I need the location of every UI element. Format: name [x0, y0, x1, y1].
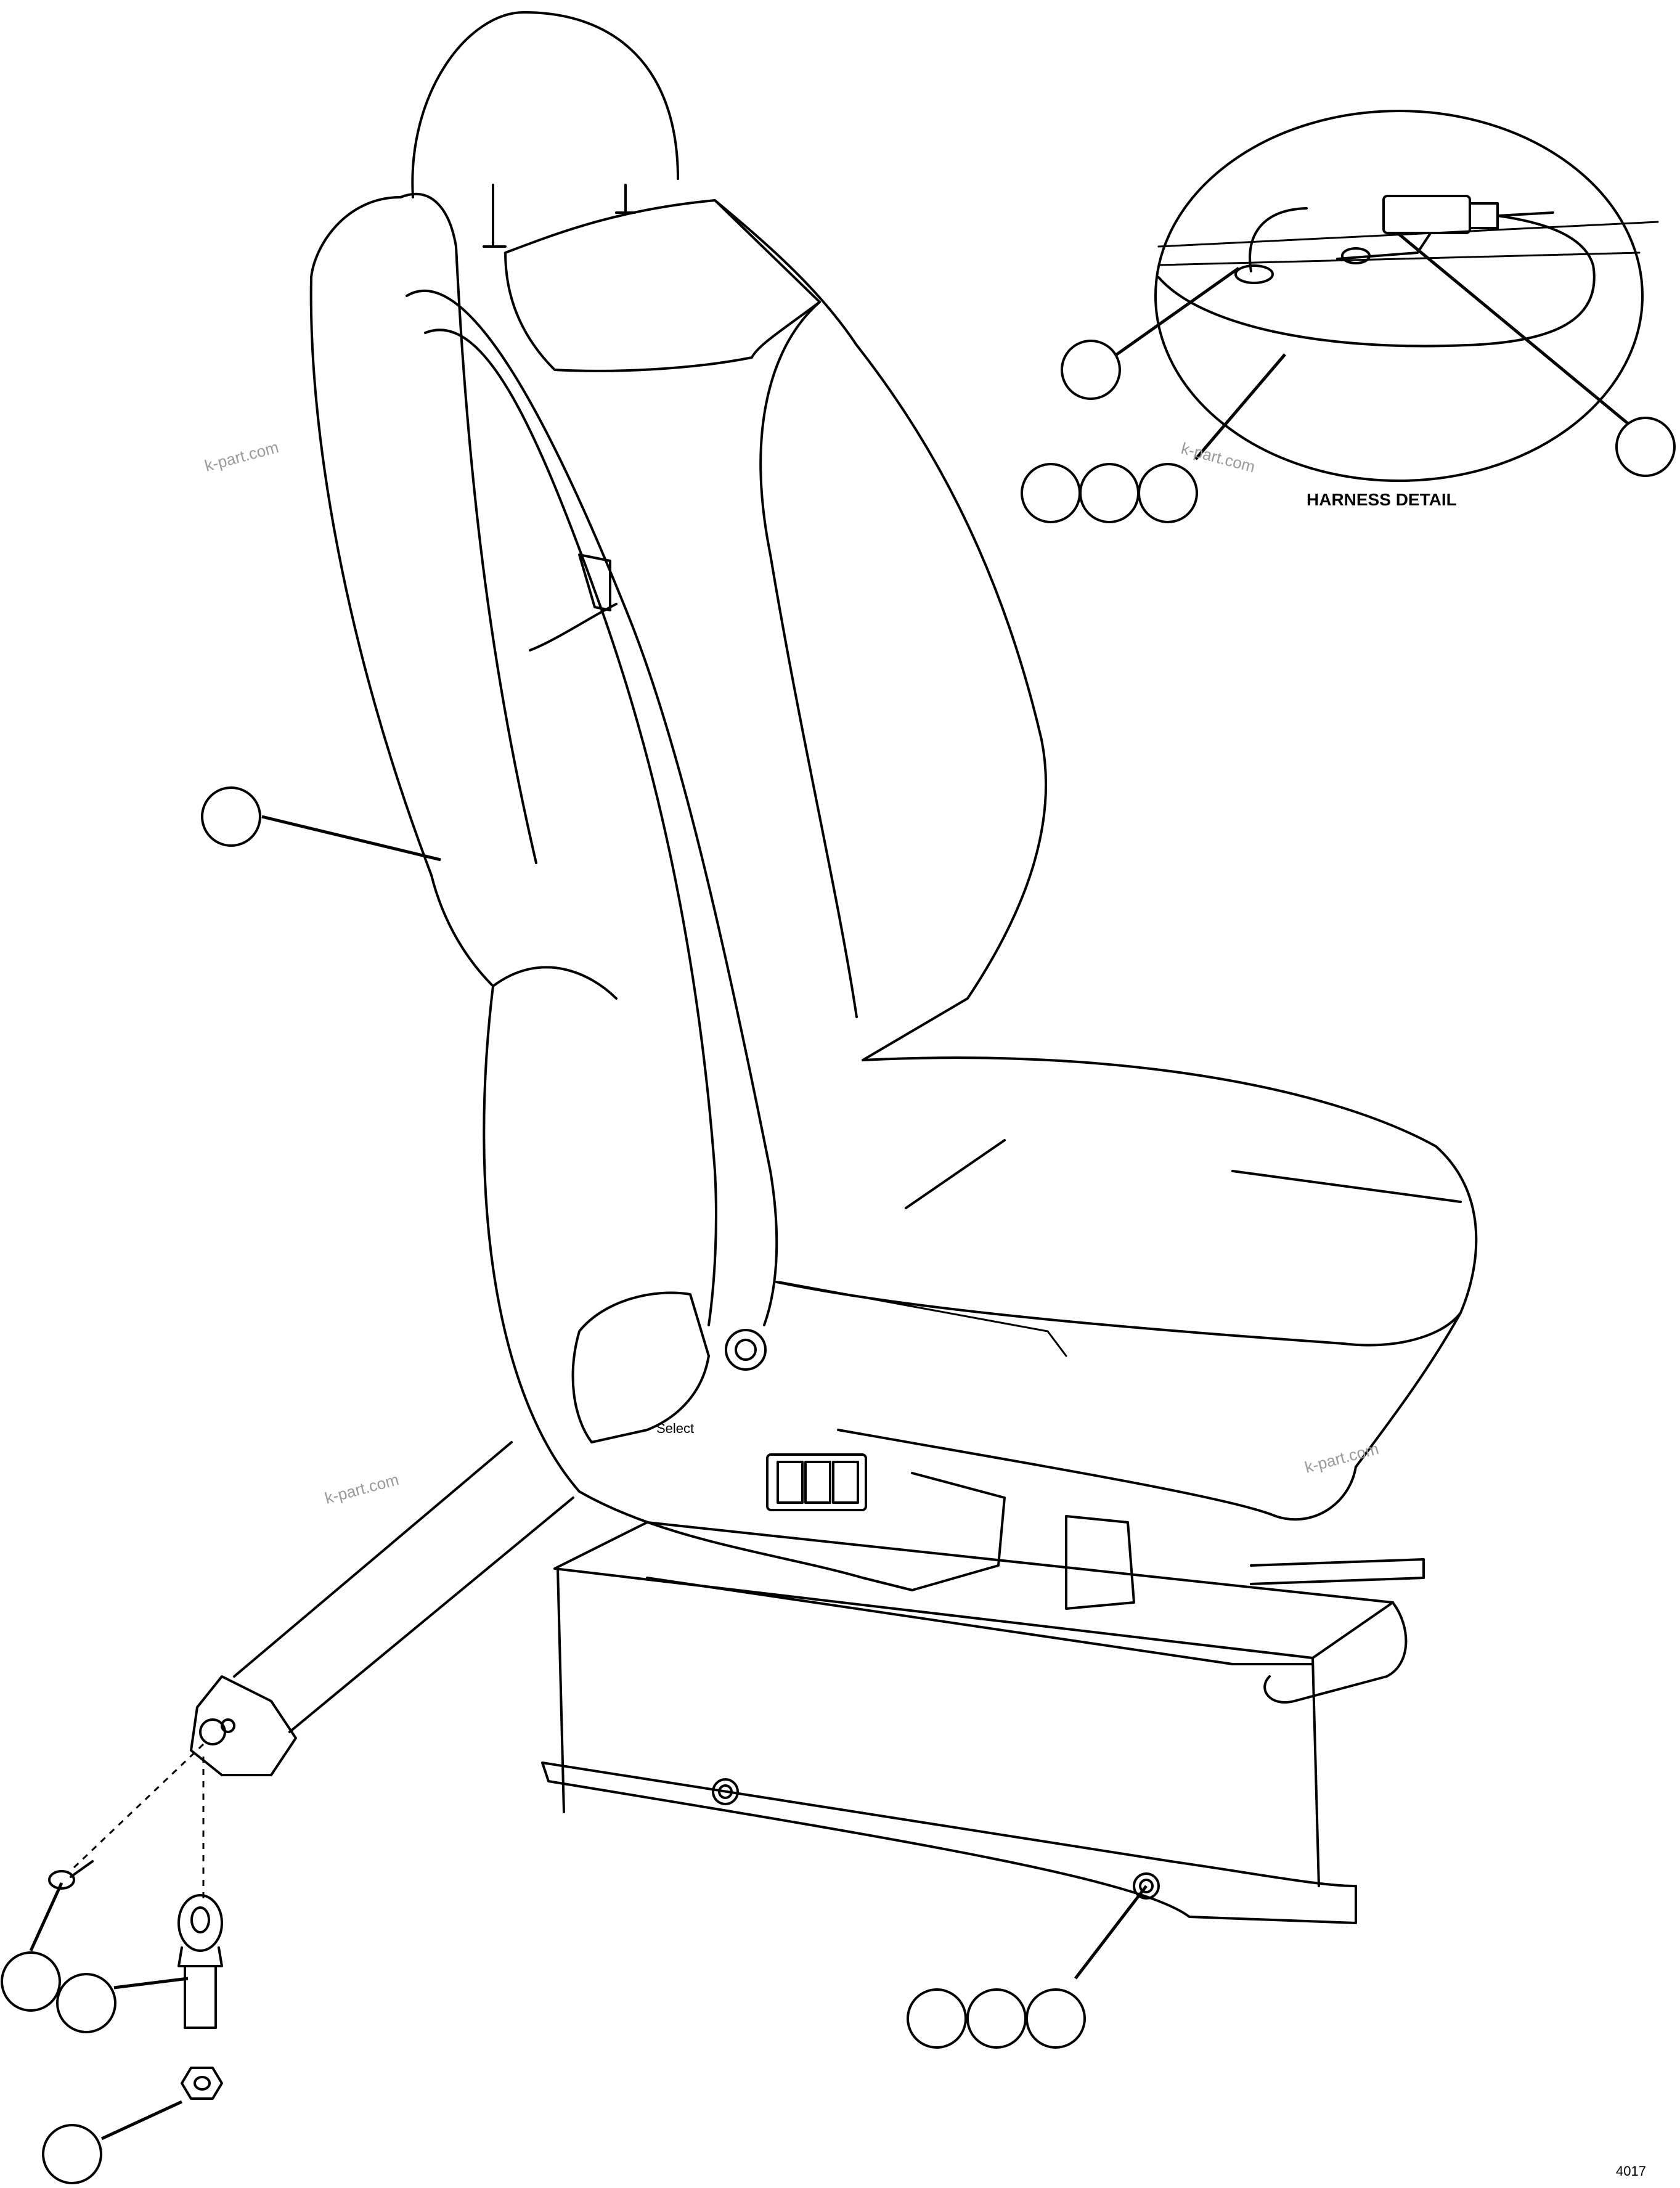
belt-hardware [48, 1743, 223, 2100]
leader-lines [29, 233, 1631, 2141]
callouts [1, 340, 1676, 2184]
callout-eye-bolt [56, 1973, 116, 2033]
watermark: k-part.com [323, 1470, 401, 1508]
callout-harness-connector [1615, 417, 1676, 477]
eye-bolt [177, 1894, 223, 2029]
callout-hex-nut [42, 2124, 102, 2184]
watermarks: k-part.com k-part.com k-part.com k-part.… [203, 438, 1380, 1508]
harness-detail-view: HARNESS DETAIL [1154, 110, 1659, 509]
callout-harness-wire-2 [1079, 463, 1140, 523]
seat-belt [406, 290, 778, 1371]
callout-seat-assembly [201, 786, 261, 847]
harness-detail-label: HARNESS DETAIL [1307, 490, 1457, 509]
callout-harness-wire-3 [1138, 463, 1198, 523]
watermark: k-part.com [1303, 1439, 1380, 1477]
watermark: k-part.com [1179, 439, 1257, 476]
callout-harness-wire-1 [1021, 463, 1081, 523]
cotter-pin [48, 1860, 94, 1890]
watermark: k-part.com [203, 438, 280, 475]
hex-nut [181, 2067, 223, 2100]
figure-code: 4017 [1616, 2163, 1646, 2179]
seat-side-panel: Select [483, 966, 1135, 1610]
seat-back [309, 11, 1047, 1061]
seat-cushion [775, 1056, 1478, 1521]
belt-retractor-strap [190, 1441, 574, 1776]
callout-mount-nut-1 [907, 1988, 967, 2049]
callout-harness-clip [1061, 340, 1121, 400]
seat-brand-text: Select [656, 1421, 694, 1436]
callout-mount-nut-2 [966, 1988, 1027, 2049]
callout-mount-nut-3 [1026, 1988, 1086, 2049]
seat-base-frame [541, 1521, 1425, 1924]
callout-cotter-pin [1, 1951, 61, 2012]
